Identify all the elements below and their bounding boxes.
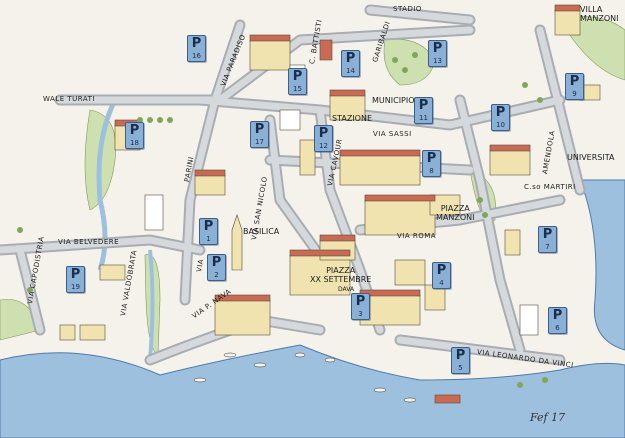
parking-number: 17	[255, 138, 264, 146]
parking-letter: P	[254, 122, 265, 137]
parking-letter: P	[211, 255, 222, 270]
place-label-basilica: BASILICA	[243, 227, 280, 236]
parking-number: 11	[419, 114, 428, 122]
street-label-stadio: STADIO	[393, 5, 422, 13]
parking-number: 13	[433, 57, 442, 65]
parking-number: 3	[358, 310, 363, 318]
parking-letter: P	[292, 69, 303, 84]
parking-number: 1	[206, 235, 211, 243]
place-label-municipio: MUNICIPIO	[372, 96, 415, 105]
parking-number: 9	[572, 90, 577, 98]
parking-letter: P	[318, 126, 329, 141]
parking-number: 14	[346, 67, 355, 75]
street-label-via-roma: VIA ROMA	[397, 232, 437, 240]
parking-letter: P	[70, 267, 81, 282]
street-label-corso-martiri: C.so MARTIRI	[524, 183, 576, 191]
place-label-stazione: STAZIONE	[332, 114, 372, 123]
parking-number: 7	[545, 243, 550, 251]
parking-number: 6	[555, 324, 560, 332]
parking-number: 19	[71, 283, 80, 291]
parking-letter: P	[418, 98, 429, 113]
street-label-via-belvedere: VIA BELVEDERE	[58, 238, 120, 246]
parking-letter: P	[552, 308, 563, 323]
parking-letter: P	[495, 105, 506, 120]
artist-signature: Fef 17	[530, 411, 566, 424]
parking-letter: P	[432, 41, 443, 56]
parking-letter: P	[455, 348, 466, 363]
parking-number: 18	[130, 139, 139, 147]
parking-letter: P	[436, 263, 447, 278]
parking-number: 15	[293, 85, 302, 93]
place-label-universita: UNIVERSITA	[567, 153, 615, 162]
parking-letter: P	[355, 294, 366, 309]
parking-number: 5	[458, 364, 463, 372]
parking-letter: P	[426, 151, 437, 166]
parking-number: 16	[192, 52, 201, 60]
parking-letter: P	[569, 74, 580, 89]
parking-letter: P	[191, 36, 202, 51]
parking-letter: P	[129, 123, 140, 138]
place-label-piazza-xx-settembre: PIAZZA XX SETTEMBRE	[310, 266, 372, 284]
parking-number: 8	[429, 167, 434, 175]
parking-number: 4	[439, 279, 444, 287]
parking-letter: P	[542, 227, 553, 242]
parking-letter: P	[203, 219, 214, 234]
place-label-piazza-manzoni: PIAZZA MANZONI	[436, 204, 475, 222]
street-label-via-sassi: VIA SASSI	[373, 130, 412, 138]
parking-number: 12	[319, 142, 328, 150]
place-label-dava: DAVA	[338, 286, 355, 293]
street-label-viale-turati: WALE TURATI	[43, 95, 95, 103]
place-label-villa-manzoni: VILLA MANZONI	[580, 5, 619, 23]
parking-number: 10	[496, 121, 505, 129]
parking-letter: P	[345, 51, 356, 66]
parking-number: 2	[214, 271, 219, 279]
